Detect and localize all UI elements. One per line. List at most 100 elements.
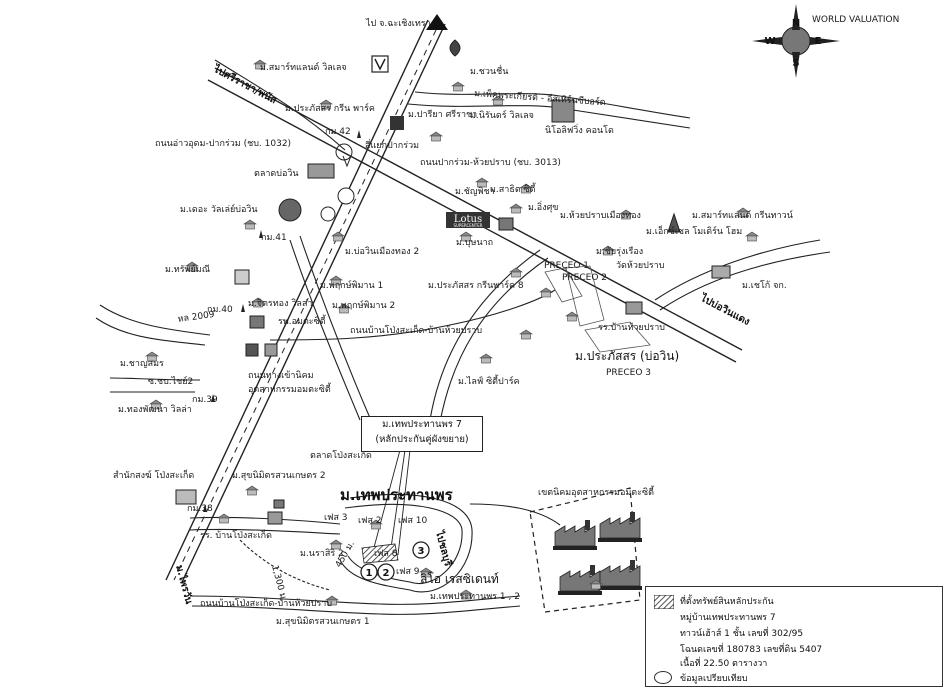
label-p54: เขตนิคมอุตสาหกรรมอมตะซิตี้	[538, 485, 655, 498]
poi-icons	[175, 39, 731, 525]
label-p11: ถนนอ่าวอุดม-ปากร่วม (ชบ. 1032)	[155, 139, 291, 149]
label-p30: PRECEO 2	[562, 273, 607, 283]
phase-marker-3[interactable]: 3	[412, 541, 430, 559]
label-p13: ตลาดบ่อวิน	[254, 168, 299, 179]
label-p36: รพ.อมตะซิตี้	[278, 314, 327, 327]
subject-property-marker[interactable]	[361, 543, 399, 564]
monastery-icon	[175, 489, 197, 505]
svg-text:SUPERCENTER: SUPERCENTER	[453, 223, 482, 228]
label-p22: กม.41	[261, 233, 287, 243]
svg-text:Lotus: Lotus	[454, 214, 482, 225]
ring-road	[339, 493, 473, 593]
svg-text:2: 2	[383, 568, 390, 579]
label-p63: ไปชลบุรี	[433, 528, 455, 568]
label-p65: ถนนบ้านโป่งสะเก็ด-บ้านห้วยปราบ	[200, 596, 332, 609]
label-p31: ม.ประภัสสร กรีนพาร์ค 8	[428, 279, 524, 291]
label-p50: ตลาดโป่งสะเก็ด	[310, 448, 372, 461]
label-p29: PRECEO 1	[544, 261, 589, 271]
label-p41: ม.ประภัสสร (บ่อวิน)	[575, 349, 679, 363]
label-p49: ม.ทองพัฒนา วิลล่า	[118, 404, 192, 415]
label-p64: ลิโอ เรสซิเดนท์	[420, 572, 499, 586]
label-p61: เฟส 8	[374, 549, 398, 559]
label-p58: เฟส 10	[398, 516, 428, 526]
legend-line-6: ข้อมูลเปรียบเทียบ	[680, 674, 748, 684]
market-icon	[307, 163, 335, 179]
map-legend: ที่ตั้งทรัพย์สินหลักประกัน หมู่บ้านเทพปร…	[645, 586, 943, 687]
hatched-swatch-icon	[654, 595, 674, 609]
label-p19: ม.ห้วยปราบเมืองทอง	[560, 210, 641, 221]
svg-text:N: N	[792, 18, 800, 29]
pttstation-icon	[278, 198, 302, 222]
label-p16: ม.สาธิต ซิตี้	[490, 182, 537, 195]
label-p14: ถนนปากร่วม-ห้วยปราบ (ชบ. 3013)	[420, 157, 561, 168]
shop3-icon	[264, 343, 278, 357]
road-east-seaboard	[414, 91, 691, 119]
callout-subtitle: (หลักประกันคู่ผังขยาย)	[375, 434, 469, 445]
legend-line-1: ที่ตั้งทรัพย์สินหลักประกัน	[680, 597, 774, 607]
industrial-estate-boundary	[529, 487, 641, 613]
phase-marker-2[interactable]: 2	[377, 563, 395, 581]
tree-icon	[337, 187, 355, 205]
road-industrial-entrance	[289, 239, 361, 421]
callout-title: ม.เทพประทานพร 7	[382, 419, 462, 430]
label-p28: ม.พฤกษ์พิมาน 1	[320, 279, 383, 291]
subject-callout: ม.เทพประทานพร 7 (หลักประกันคู่ผังขยาย)	[361, 416, 483, 452]
label-p09: นิโอลิฟวิ่ง คอนโด	[545, 123, 614, 136]
label-p66: ม.เทพประทานพร 1 , 2	[430, 592, 520, 602]
label-p26: วัดห้วยปราบ	[616, 260, 665, 271]
label-p20: ม.สมาร์ทแลนด์ กรีนทาวน์	[692, 209, 793, 221]
school-icon	[625, 301, 643, 315]
legend-line-5: เนื้อที่ 22.50 ตารางวา	[680, 659, 768, 669]
intersection-icon	[335, 143, 353, 161]
svg-text:WORLD VALUATION: WORLD VALUATION	[812, 15, 899, 25]
label-p62: เฟส 9	[396, 567, 420, 577]
label-p34: ม.จิตรทอง วิลล่า	[248, 298, 312, 309]
label-p55: กม.38	[187, 504, 213, 514]
label-p01: ไป จ.ฉะเชิงเทรา	[365, 18, 431, 29]
compass: N S E W WORLD VALUATION	[752, 4, 899, 78]
svg-text:E: E	[815, 36, 822, 47]
gasstation-icon	[234, 269, 250, 285]
legend-line-3: ทาวน์เฮ้าส์ 1 ชั้น เลขที่ 302/95	[680, 629, 804, 639]
school2-icon	[267, 511, 283, 525]
label-p23: ม.บ่อวินเมืองทอง 2	[345, 246, 419, 257]
phase-marker-1[interactable]: 1	[360, 563, 378, 581]
label-p48: กม.39	[192, 395, 218, 405]
label-p56: เฟส 3	[324, 513, 348, 523]
legend-line-4: โฉนดเลขที่ 180783 เลขที่ดิน 5407	[680, 645, 823, 655]
road-to-estate	[469, 503, 561, 526]
lotus-icon	[449, 39, 461, 57]
road-2009	[99, 304, 211, 336]
label-p68: 1,300 ม.	[269, 564, 288, 603]
label-p12: สี่แยกปากร่วม	[365, 138, 419, 151]
label-p53: ม.เทพประทานพร	[340, 486, 454, 504]
shop2-icon	[245, 343, 259, 357]
label-p38: รร.บ้านห้วยปราบ	[598, 322, 665, 333]
label-p03: ม.ชวนชื่น	[470, 64, 508, 77]
label-p52: ม.สุขนิมิตรสวนเกษตร 2	[232, 470, 326, 481]
lotus-supercenter-logo: Lotus SUPERCENTER	[446, 212, 490, 228]
condo-icon	[551, 99, 575, 123]
bigc-icon	[498, 217, 514, 231]
label-p18: ม.เดอะ วัลเล่ย์บ่อวิน	[180, 203, 258, 215]
label-p67: ม.สุขนิมิตรสวนเกษตร 1	[276, 616, 370, 627]
label-p70: ม.ไพรวัน	[173, 563, 196, 605]
label-p46: ซ.ชบ.ไชย์2	[148, 375, 193, 387]
svg-text:1: 1	[366, 568, 373, 579]
label-p47: ม.ไลฟ์ ซิตี้ปาร์ค	[458, 374, 520, 387]
label-p39: ไปบ่อวินแดง	[698, 291, 753, 328]
market2-icon	[273, 499, 285, 509]
arrow-north-icon	[426, 14, 448, 30]
label-p21: ม.เอ็กซ์เซล โมเดิร์น โฮม	[646, 224, 742, 237]
label-p59: รร. บ้านโป่งสะเก็ด	[200, 528, 272, 541]
label-p37: ถนนบ้านโป่งสะเก็ด-บ้านห้วยปราบ	[350, 323, 482, 336]
label-p57: เฟส 2	[358, 516, 382, 526]
label-p24: ม.บุษนาถ	[456, 238, 493, 248]
label-p02: ม.สมาร์ทแลนด์ วิลเลจ	[260, 61, 347, 73]
label-p40: หล 2009	[177, 310, 216, 325]
label-p06: ม.ประภัสสร กรีน พาร์ค	[285, 102, 375, 114]
road-bottom	[189, 595, 521, 605]
label-p15: ม.ชัญพิชา	[455, 186, 495, 197]
